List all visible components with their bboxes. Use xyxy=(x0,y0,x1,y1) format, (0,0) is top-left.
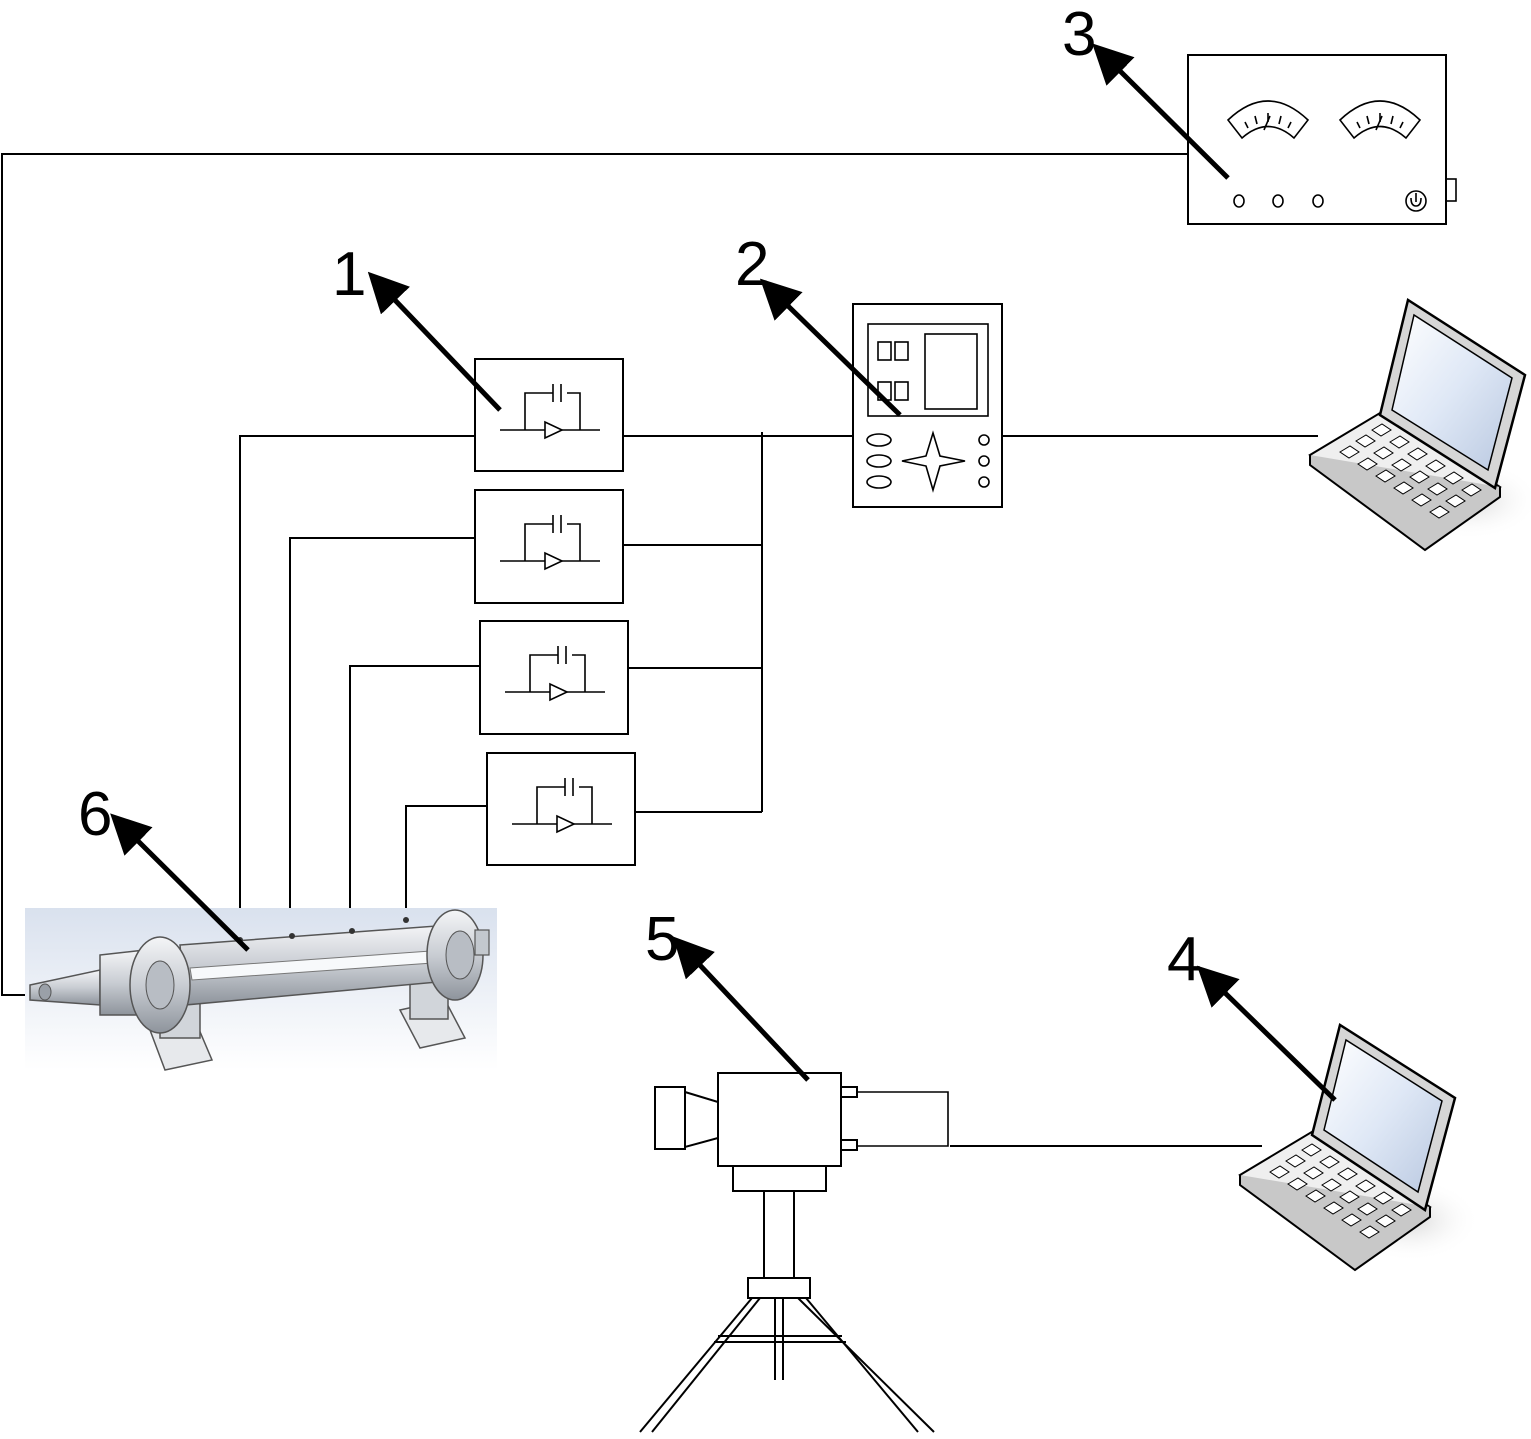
callout-arrows xyxy=(110,43,1337,1102)
arrow-1 xyxy=(367,271,502,412)
charge-amplifier-3 xyxy=(479,620,629,735)
power-supply-device xyxy=(1187,54,1457,225)
high-speed-camera xyxy=(654,1072,949,1299)
arrow-2 xyxy=(759,278,902,417)
arrow-5 xyxy=(673,936,810,1082)
wiring xyxy=(1,153,1318,1147)
charge-amplifier-1 xyxy=(474,358,624,472)
laptop-computer-bottom xyxy=(1238,1023,1480,1272)
power-wire xyxy=(1,153,1188,996)
sensor-lead-1 xyxy=(239,435,475,935)
arrow-6 xyxy=(110,813,250,952)
meter-ticks-1 xyxy=(1244,113,1292,131)
label-6: 6 xyxy=(78,780,112,849)
charge-amplifier-2 xyxy=(474,489,624,604)
sensor-lead-3 xyxy=(349,665,480,935)
test-specimen xyxy=(25,908,497,1071)
callout-labels: 1 2 3 4 5 6 xyxy=(78,0,1201,994)
arrow-3 xyxy=(1092,43,1230,180)
label-4: 4 xyxy=(1167,925,1201,994)
keyboard-keys-bottom xyxy=(1269,1143,1412,1239)
sensor-lead-2 xyxy=(289,537,475,935)
sensor-lead-4 xyxy=(405,805,487,920)
power-button-icon xyxy=(1405,190,1427,212)
laptop-computer-top xyxy=(1308,298,1531,552)
label-5: 5 xyxy=(645,905,679,974)
keyboard-keys-top xyxy=(1339,423,1482,519)
label-1: 1 xyxy=(332,240,366,309)
data-acquisition-device xyxy=(852,303,1003,508)
label-2: 2 xyxy=(735,230,769,299)
label-3: 3 xyxy=(1062,0,1096,69)
arrow-4 xyxy=(1196,965,1337,1102)
meter-ticks-2 xyxy=(1356,113,1404,131)
tripod xyxy=(639,1297,935,1433)
charge-amplifier-4 xyxy=(486,752,636,866)
